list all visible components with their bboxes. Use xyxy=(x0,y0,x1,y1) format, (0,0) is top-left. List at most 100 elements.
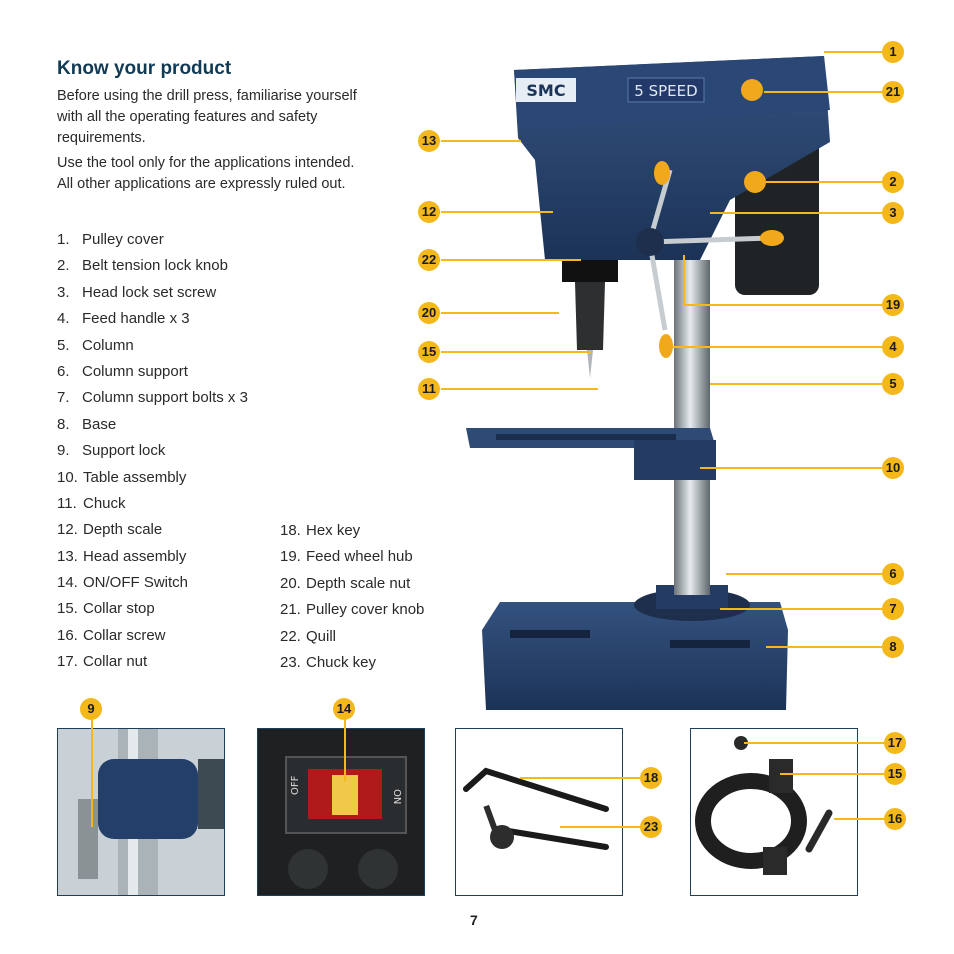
leader-line xyxy=(560,826,640,828)
leader-line xyxy=(91,717,93,827)
chuck-shape xyxy=(575,282,605,350)
leader-line xyxy=(710,212,882,214)
leader-line xyxy=(683,304,882,306)
brand-logo: SMC xyxy=(526,81,565,100)
collar-screw-icon xyxy=(805,809,833,853)
speed-label: 5 SPEED xyxy=(634,82,697,100)
list-item: 5.Column xyxy=(57,336,134,354)
collar-illustration xyxy=(695,736,833,875)
list-item: 7.Column support bolts x 3 xyxy=(57,389,248,407)
callout-13: 13 xyxy=(418,130,440,152)
parts-list-column-2: 18.Hex key 19.Feed wheel hub 20.Depth sc… xyxy=(280,520,424,678)
leader-line xyxy=(720,608,882,610)
callout-7: 7 xyxy=(882,598,904,620)
base-shape xyxy=(482,602,788,710)
list-item: 1.Pulley cover xyxy=(57,231,164,248)
list-item: 22.Quill xyxy=(280,627,337,645)
base-slot xyxy=(670,640,750,648)
list-item: 19.Feed wheel hub xyxy=(280,548,413,566)
table-slot xyxy=(496,434,676,440)
keys-illustration xyxy=(463,767,609,850)
callout-21: 21 xyxy=(882,81,904,103)
leader-line xyxy=(780,773,884,775)
leader-line xyxy=(683,255,685,305)
callout-14: 14 xyxy=(333,698,355,720)
list-item: 13.Head assembly xyxy=(57,547,187,565)
base-slot xyxy=(510,630,590,638)
callout-2: 2 xyxy=(882,171,904,193)
intro-paragraph-2: Use the tool only for the applications i… xyxy=(57,155,355,192)
leader-line xyxy=(824,51,882,53)
list-item: 6.Column support xyxy=(57,362,188,380)
list-item: 10.Table assembly xyxy=(57,468,187,486)
list-item: 3.Head lock set screw xyxy=(57,283,217,301)
list-item: 4.Feed handle x 3 xyxy=(57,310,190,328)
chuck-tip-shape xyxy=(587,350,593,378)
chuck-key-icon xyxy=(493,826,609,850)
callout-8: 8 xyxy=(882,636,904,658)
leader-line xyxy=(700,467,882,469)
callout-6: 6 xyxy=(882,563,904,585)
table-bracket xyxy=(634,440,716,480)
list-item: 9.Support lock xyxy=(57,442,166,460)
drill-press-figure: SMC 5 SPEED 1 21 13 2 3 12 22 19 xyxy=(400,30,954,710)
feed-handle-knob-icon xyxy=(659,334,673,358)
list-item: 8.Base xyxy=(57,415,117,433)
leader-line xyxy=(744,742,884,744)
callout-18: 18 xyxy=(640,767,662,789)
feed-wheel-hub-icon xyxy=(636,228,664,256)
callout-5: 5 xyxy=(882,373,904,395)
leader-line xyxy=(520,777,640,779)
drill-press-illustration: SMC 5 SPEED xyxy=(466,56,830,710)
list-item: 16.Collar screw xyxy=(57,626,166,644)
callout-16: 16 xyxy=(884,808,906,830)
list-item: 2.Belt tension lock knob xyxy=(57,257,228,275)
support-lock-inset xyxy=(57,728,225,896)
speed-label-plate xyxy=(627,77,705,103)
brand-logo-plate xyxy=(516,78,576,102)
leader-line xyxy=(344,717,346,781)
callout-19: 19 xyxy=(882,294,904,316)
list-item: 18.Hex key xyxy=(280,522,361,539)
parts-list-column-1: 1.Pulley cover 2.Belt tension lock knob … xyxy=(57,229,248,678)
page-title: Know your product xyxy=(57,58,232,79)
leader-line xyxy=(710,383,882,385)
feed-handle-shape xyxy=(647,243,668,331)
collar-inset xyxy=(690,728,858,896)
list-item: 21.Pulley cover knob xyxy=(280,601,425,619)
leader-line xyxy=(673,346,882,348)
list-item: 20.Depth scale nut xyxy=(280,574,411,592)
collar-nut-icon xyxy=(734,736,748,750)
callout-17: 17 xyxy=(884,732,906,754)
switch-on-label: ON xyxy=(391,789,402,804)
switch-off-label: OFF xyxy=(290,775,301,795)
callout-9: 9 xyxy=(80,698,102,720)
callout-1: 1 xyxy=(882,41,904,63)
feed-handle-knob-icon xyxy=(760,230,784,246)
switch-illustration: OFF ON xyxy=(285,756,407,889)
support-lock-illustration xyxy=(78,729,224,895)
callout-12: 12 xyxy=(418,201,440,223)
intro-paragraph-1: Before using the drill press, familiaris… xyxy=(57,88,357,146)
quill-shape xyxy=(562,260,618,282)
leader-line xyxy=(766,646,882,648)
leader-line xyxy=(834,818,884,820)
leader-line xyxy=(441,388,598,390)
leader-line xyxy=(441,312,559,314)
keys-inset xyxy=(455,728,623,896)
hex-key-icon xyxy=(463,767,609,812)
callout-10: 10 xyxy=(882,457,904,479)
callout-23: 23 xyxy=(640,816,662,838)
list-item: 23.Chuck key xyxy=(280,653,377,671)
leader-line xyxy=(441,211,553,213)
belt-tension-knob-icon xyxy=(744,171,766,193)
leader-line xyxy=(441,351,591,353)
callout-22: 22 xyxy=(418,249,440,271)
page-number: 7 xyxy=(470,912,478,928)
callout-11: 11 xyxy=(418,378,440,400)
feed-handle-shape xyxy=(649,235,771,245)
feed-handle-knob-icon xyxy=(654,161,670,185)
list-item: 14.ON/OFF Switch xyxy=(57,574,189,592)
callout-3: 3 xyxy=(882,202,904,224)
leader-line xyxy=(441,259,581,261)
